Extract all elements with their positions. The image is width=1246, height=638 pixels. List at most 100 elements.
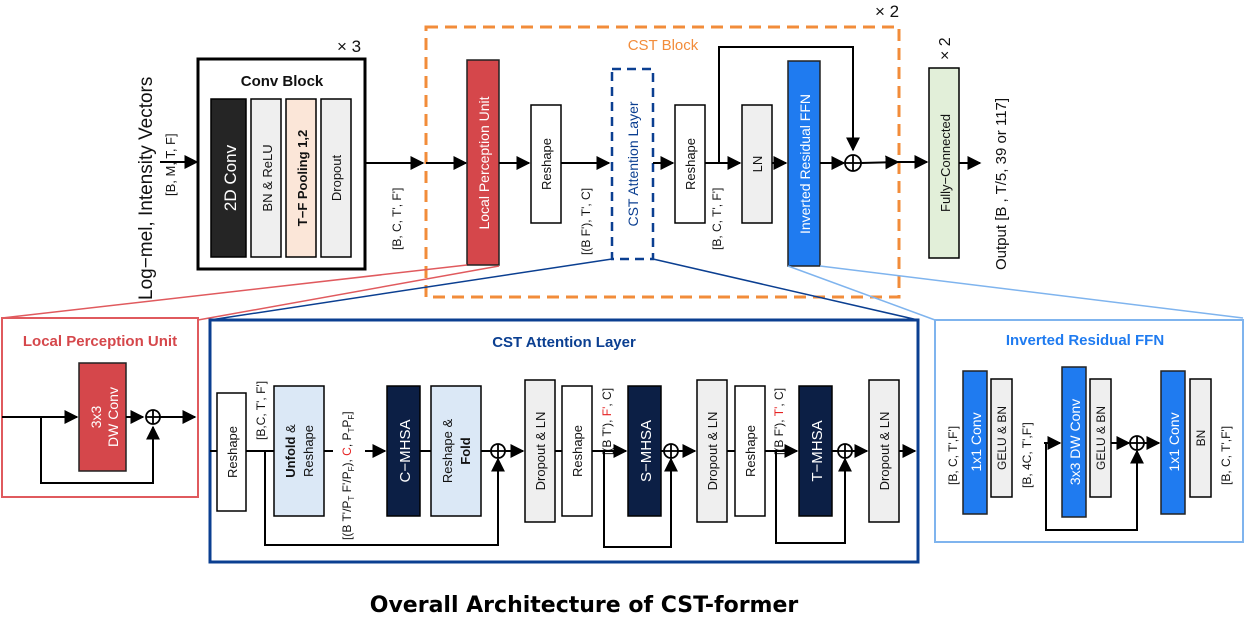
unfold-shape-p2: P	[340, 420, 354, 428]
dropout-ln-box-2	[696, 379, 728, 523]
lpu-connector-left	[1, 264, 468, 319]
ffn-dwconv-box	[1061, 366, 1087, 518]
ffn-shape-in: [B, C, T',F']	[946, 426, 960, 485]
conv-2d-label: 2D Conv	[221, 144, 240, 211]
lpu-label: Local Perception Unit	[476, 96, 492, 229]
att-add-icon-3	[837, 443, 853, 459]
tmhsa-box	[798, 385, 833, 517]
unfold-amp: &	[283, 424, 298, 437]
lpu-connector-right	[197, 265, 500, 321]
ffn-detail-title: Inverted Residual FFN	[1006, 332, 1164, 349]
ffn-gelu-bn1-label: GELU & BN	[995, 406, 1009, 470]
t-shape-red: T'	[772, 407, 786, 417]
ffn-box	[787, 60, 821, 267]
att-reshape-in-box	[216, 392, 247, 512]
unfold-shape-end: ]	[340, 411, 354, 414]
shape2-label: [B, C, T', F']	[710, 188, 724, 250]
output-label: Output [B , T/5, 39 or 117]	[993, 98, 1010, 270]
dropout-box	[320, 98, 352, 258]
lpu-dwconv-line2: DW Conv	[105, 387, 121, 447]
reshape-t-box	[734, 385, 766, 517]
reshape1-label: Reshape	[539, 138, 554, 190]
bn-relu-label: BN & ReLU	[260, 144, 275, 211]
reshape-s-label: Reshape	[570, 425, 585, 477]
ffn-label: Inverted Residual FFN	[797, 94, 813, 234]
t-shape: [(B F'), T', C]	[772, 388, 786, 455]
s-shape-pre: [(B T'),	[600, 416, 614, 455]
fc-repeat: × 2	[937, 37, 954, 60]
tmhsa-label: T−MHSA	[809, 420, 826, 481]
ln-label: LN	[750, 156, 765, 173]
ffn-skip	[1045, 443, 1144, 531]
ffn-dwconv-label: 3x3 DW Conv	[1067, 399, 1083, 485]
ffn-add-icon	[1129, 435, 1145, 451]
s-shape-post: , C]	[600, 388, 614, 407]
add-icon	[844, 154, 862, 172]
att-connector-right	[652, 258, 919, 321]
att-skip2	[603, 451, 678, 548]
unfold-shape-pre: [(B T'/P	[340, 501, 354, 540]
unfold-shape-sub4: F	[347, 415, 356, 420]
fold-label-line2: Fold	[458, 437, 473, 464]
unfold-label-line1: Unfold &	[283, 424, 298, 478]
fc-label: Fully−Connected	[938, 114, 953, 212]
dropout-ln-label-3: Dropout & LN	[877, 412, 892, 491]
fold-box	[430, 385, 482, 517]
att-skip1	[264, 451, 505, 546]
input-label: Log−mel, Intensity Vectors	[136, 77, 157, 300]
unfold-shape-post: , P	[340, 432, 354, 447]
ffn-bn-box	[1189, 378, 1212, 498]
dropout-ln-label-2: Dropout & LN	[705, 412, 720, 491]
t-shape-pre: [(B F'),	[772, 416, 786, 455]
dropout-ln-box-3	[868, 379, 900, 523]
lpu-box	[466, 59, 500, 266]
ffn-shape-mid: [B, 4C, T',F']	[1020, 422, 1034, 488]
dropout-label: Dropout	[329, 154, 344, 201]
figure-title: Overall Architecture of CST-former	[370, 593, 799, 618]
ffn-gelu-bn2-box	[1089, 378, 1112, 498]
ffn-gelu-bn1-box	[990, 378, 1013, 498]
residual-skip-top	[718, 46, 860, 163]
tf-pooling-label: T−F Pooling 1,2	[295, 130, 310, 226]
fc-box	[928, 67, 960, 259]
ffn-gelu-bn2-label: GELU & BN	[1094, 406, 1108, 470]
att-add-icon-1	[490, 443, 506, 459]
bn-relu-box	[250, 98, 282, 258]
att-connector-left	[209, 258, 613, 321]
reshape2-label: Reshape	[683, 138, 698, 190]
ffn-connector-left	[787, 265, 936, 321]
smhsa-label: S−MHSA	[638, 420, 655, 482]
unfold-bold: Unfold	[283, 437, 298, 478]
unfold-shape-sub1: T	[347, 496, 356, 501]
lpu-detail-title: Local Perception Unit	[23, 333, 177, 350]
att-reshape-in-label: Reshape	[225, 426, 240, 478]
ffn-shape-out: [B, C, T',F']	[1219, 426, 1233, 485]
input-shape: [B, M, T, F]	[163, 133, 178, 196]
conv-repeat: × 3	[337, 37, 361, 56]
unfold-shape-sub3: T	[347, 427, 356, 432]
ffn-conv1-box	[962, 370, 988, 515]
unfold-shape-sub2: F	[347, 466, 356, 471]
attention-detail-title: CST Attention Layer	[492, 334, 636, 351]
s-shape: [(B T'), F', C]	[600, 388, 614, 455]
attention-label: CST Attention Layer	[625, 101, 641, 226]
after-conv-shape: [B, C, T', F']	[390, 188, 404, 250]
lpu-dwconv-box	[78, 362, 127, 472]
reshape2-box	[674, 104, 706, 224]
ffn-conv2-box	[1160, 370, 1186, 515]
att-add-icon-2	[663, 443, 679, 459]
dropout-ln-box-1	[524, 379, 556, 523]
unfold-box	[273, 385, 325, 517]
att-skip3	[775, 451, 852, 544]
cst-block-repeat: × 2	[875, 2, 899, 21]
unfold-label-line2: Reshape	[301, 425, 316, 477]
cst-block-title: CST Block	[628, 37, 699, 54]
att-shape-in: [B,C, T', F']	[254, 381, 268, 440]
s-shape-red: F'	[600, 407, 614, 417]
dropout-ln-label-1: Dropout & LN	[533, 412, 548, 491]
arrow-out-cst	[860, 155, 900, 170]
lpu-add-icon	[145, 409, 161, 425]
ffn-connector-right	[819, 265, 1244, 319]
attention-box	[610, 67, 655, 261]
